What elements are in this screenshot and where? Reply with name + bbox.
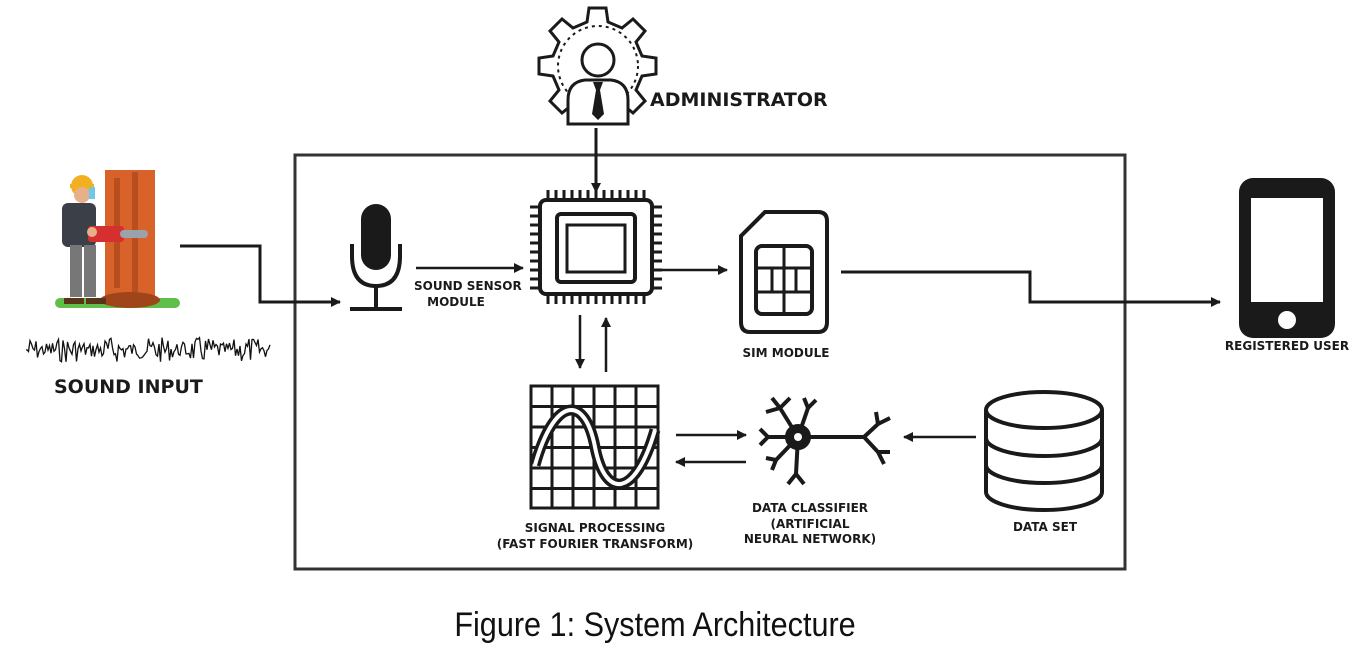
registered-user-label: REGISTERED USER xyxy=(1224,339,1350,353)
signal-processing-label: SIGNAL PROCESSING (FAST FOURIER TRANSFOR… xyxy=(486,521,704,552)
sim-module-label: SIM MODULE xyxy=(742,346,830,360)
microphone-icon xyxy=(350,204,402,311)
signal-processing-label-line2: (FAST FOURIER TRANSFORM) xyxy=(496,536,694,551)
signal-processing-label-line1: SIGNAL PROCESSING xyxy=(524,521,666,535)
data-classifier-label: DATA CLASSIFIER (ARTIFICIAL NEURAL NETWO… xyxy=(735,501,885,548)
smartphone-icon xyxy=(1239,178,1335,338)
data-classifier-label-line1: DATA CLASSIFIER xyxy=(751,501,869,515)
processor-chip-icon xyxy=(530,190,662,304)
system-boundary-box xyxy=(293,153,1127,571)
data-classifier-label-line3: NEURAL NETWORK) xyxy=(743,532,877,547)
signal-grid-icon xyxy=(529,384,661,510)
administrator-gear-icon xyxy=(537,6,658,126)
data-set-label: DATA SET xyxy=(1012,520,1078,534)
sound-sensor-label-line2: MODULE xyxy=(427,294,485,309)
sim-card-icon xyxy=(739,210,829,334)
lumberjack-icon xyxy=(55,170,180,308)
sound-sensor-label-line1: SOUND SENSOR xyxy=(414,279,522,293)
sim-to-user-arrow xyxy=(841,270,1221,307)
input-to-microphone-arrow xyxy=(180,244,341,307)
administrator-label: ADMINISTRATOR xyxy=(650,89,828,111)
figure-caption: Figure 1: System Architecture xyxy=(454,606,856,644)
sound-wave-icon xyxy=(25,336,271,363)
data-classifier-label-line2: (ARTIFICIAL xyxy=(770,516,850,531)
sound-sensor-label: SOUND SENSOR MODULE xyxy=(414,279,522,310)
database-icon xyxy=(984,390,1104,512)
neural-network-icon xyxy=(758,396,891,486)
sound-input-label: SOUND INPUT xyxy=(54,376,203,398)
